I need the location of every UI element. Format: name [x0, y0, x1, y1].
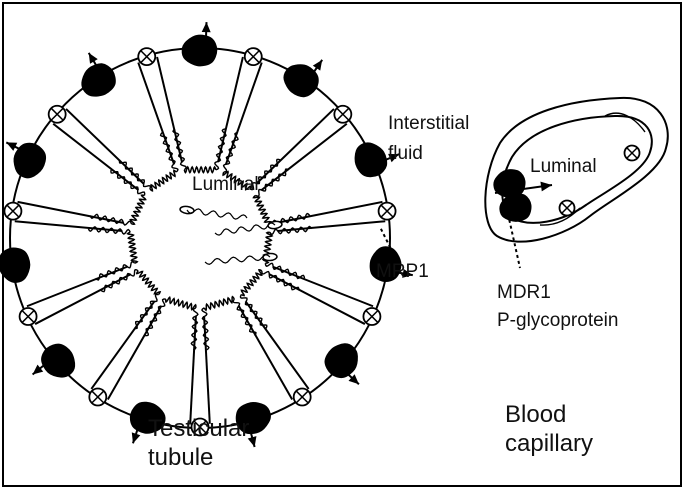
tubule-efflux-arrow-1-head	[313, 60, 322, 71]
mrp1-transporter-2	[355, 143, 387, 177]
microvilli-4	[241, 270, 261, 296]
tight-junction-marker-6	[89, 388, 106, 405]
mrp1-transporter-4	[325, 344, 357, 378]
mrp1-transporter-7	[42, 344, 75, 377]
interstitial-label-line2: fluid	[388, 143, 423, 164]
microvilli-7	[137, 271, 160, 295]
tight-junction-marker-2	[379, 203, 396, 220]
capillary-junction-marker-1	[625, 146, 640, 161]
tubule-lumen-label: Luminal	[192, 174, 259, 195]
sertoli-junction-line-2a	[277, 202, 383, 223]
sertoli-junction-line-4a	[246, 301, 309, 389]
sertoli-junction-line-0a	[218, 57, 243, 162]
tubule-efflux-arrow-0-head	[202, 22, 211, 32]
microvilli-0	[184, 167, 215, 173]
tight-junction-marker-10	[138, 48, 155, 65]
microvilli-2	[254, 195, 271, 224]
sertoli-junction-line-6a	[108, 306, 162, 400]
mdr1-label: MDR1	[497, 282, 551, 303]
sertoli-junction-line-10a	[138, 63, 174, 165]
p-glycoprotein-label: P-glycoprotein	[497, 310, 618, 331]
microvilli-10	[150, 170, 176, 190]
tight-junction-marker-9	[49, 106, 66, 123]
testicular-tubule-title-line1: Testicular	[148, 416, 249, 443]
sperm-1-tail	[187, 209, 247, 219]
microvilli-9	[130, 195, 145, 224]
mrp1-transporter-8	[0, 248, 30, 282]
mrp1-transporter-0	[182, 35, 217, 66]
sperm-2-tail	[215, 223, 275, 235]
tight-junction-marker-0	[245, 48, 262, 65]
tight-junction-marker-7	[20, 308, 37, 325]
capillary-lumen-label: Luminal	[530, 156, 597, 177]
mrp1-label: MRP1	[376, 261, 429, 282]
cell-flank-9a	[90, 214, 131, 225]
sperm-3-tail	[205, 255, 270, 265]
blood-capillary-title-line1: Blood	[505, 402, 566, 429]
testicular-tubule-diagram	[0, 22, 413, 447]
blood-capillary-title-line2: capillary	[505, 431, 593, 458]
microvilli-5	[204, 297, 234, 311]
cell-flank-7b	[101, 270, 138, 292]
tight-junction-marker-3	[363, 308, 380, 325]
sperm-1	[180, 206, 247, 219]
tight-junction-marker-4	[294, 388, 311, 405]
p-glycoprotein-transporter-2	[500, 194, 531, 222]
blood-capillary-diagram	[485, 98, 667, 268]
sertoli-junction-line-9a	[53, 124, 138, 190]
capillary-junction-marker-2	[560, 201, 575, 216]
sertoli-junction-line-7a	[35, 274, 131, 324]
tubule-efflux-arrow-6-head	[132, 432, 141, 443]
sertoli-junction-line-3a	[273, 267, 373, 307]
testicular-tubule-title-line2: tubule	[148, 445, 213, 472]
sperm-2	[215, 221, 282, 235]
microvilli-8	[128, 232, 138, 263]
sertoli-junction-line-8a	[15, 221, 123, 231]
cell-flank-4b	[241, 295, 267, 329]
capillary-efflux-arrow-head	[540, 182, 552, 192]
interstitial-label-line1: Interstitial	[388, 113, 469, 134]
sertoli-junction-line-1a	[256, 109, 334, 184]
tight-junction-marker-1	[334, 106, 351, 123]
tight-junction-marker-8	[4, 203, 21, 220]
microvilli-6	[166, 297, 196, 309]
